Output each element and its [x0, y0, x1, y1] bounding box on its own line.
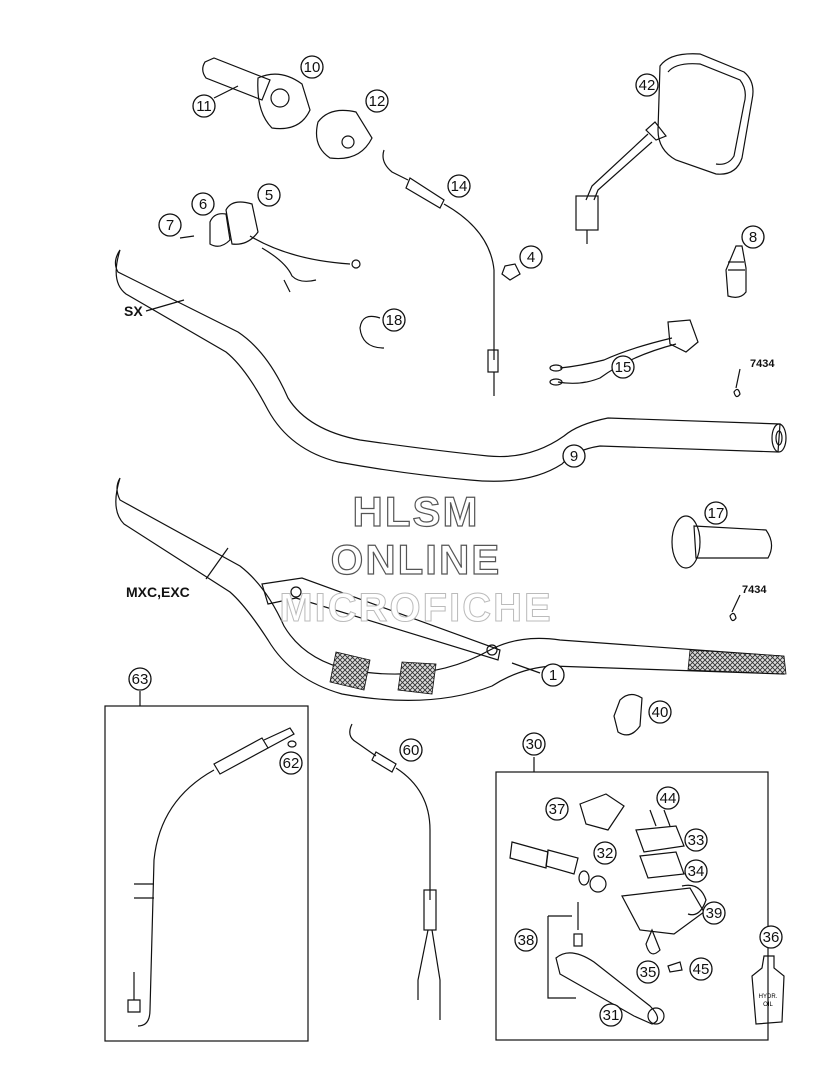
handlebar-sx: [114, 249, 787, 482]
callout-8: 8: [741, 225, 765, 249]
throttle-cover: [315, 109, 373, 160]
callout-30: 30: [522, 732, 546, 756]
callout-1: 1: [541, 663, 565, 687]
callout-45: 45: [689, 957, 713, 981]
svg-text:36: 36: [763, 929, 780, 946]
cable-clip: [359, 315, 385, 349]
callout-34: 34: [684, 859, 708, 883]
svg-text:30: 30: [526, 736, 543, 753]
label-sx: SX: [124, 303, 143, 319]
svg-text:18: 18: [386, 312, 403, 329]
svg-text:60: 60: [403, 742, 420, 759]
svg-text:10: 10: [304, 59, 321, 76]
svg-text:33: 33: [688, 832, 705, 849]
callout-10: 10: [300, 55, 324, 79]
svg-text:31: 31: [603, 1007, 620, 1024]
switch-harness: [549, 319, 699, 386]
callout-60: 60: [399, 738, 423, 762]
svg-text:6: 6: [199, 196, 207, 213]
callout-17: 17: [704, 501, 728, 525]
svg-text:63: 63: [132, 671, 149, 688]
clutch-cable-sleeve: [287, 740, 297, 748]
callout-18: 18: [382, 308, 406, 332]
clutch-cable: [127, 727, 295, 1027]
svg-text:11: 11: [196, 98, 212, 115]
choke-cable: [349, 723, 441, 1020]
svg-text:62: 62: [283, 755, 300, 772]
callout-36: 36: [759, 925, 783, 949]
svg-text:40: 40: [652, 704, 669, 721]
label-7434-a: 7434: [750, 358, 775, 370]
callout-12: 12: [365, 89, 389, 113]
mirror: [575, 53, 754, 244]
svg-text:39: 39: [706, 905, 723, 922]
throttle-grip: [202, 57, 311, 130]
callout-4: 4: [519, 245, 543, 269]
callout-6: 6: [191, 192, 215, 216]
svg-text:17: 17: [708, 505, 725, 522]
grease-tube: [725, 245, 747, 298]
svg-text:32: 32: [597, 845, 614, 862]
callout-11: 11: [192, 94, 216, 118]
svg-text:45: 45: [693, 961, 710, 978]
clutch-master-frame: [495, 771, 769, 1041]
watermark-line2: ONLINE: [330, 535, 502, 583]
svg-text:15: 15: [615, 359, 632, 376]
svg-text:14: 14: [451, 178, 468, 195]
callout-42: 42: [635, 73, 659, 97]
svg-text:42: 42: [639, 77, 656, 94]
callout-7: 7: [158, 213, 182, 237]
handlebar-grip: [671, 515, 773, 569]
callout-62: 62: [279, 751, 303, 775]
svg-text:8: 8: [749, 229, 757, 246]
watermark-line1: HLSM: [352, 487, 480, 535]
callout-37: 37: [545, 797, 569, 821]
svg-text:5: 5: [265, 187, 273, 204]
callout-63: 63: [128, 667, 152, 691]
callout-40: 40: [648, 700, 672, 724]
callout-31: 31: [599, 1003, 623, 1027]
callout-9: 9: [562, 444, 586, 468]
throttle-cable: [382, 149, 499, 396]
svg-text:37: 37: [549, 801, 566, 818]
svg-text:38: 38: [518, 932, 535, 949]
cable-kit-frame: [104, 705, 309, 1042]
svg-text:12: 12: [369, 93, 386, 110]
clamp: [613, 693, 643, 736]
callout-44: 44: [656, 786, 680, 810]
svg-text:34: 34: [688, 863, 705, 880]
master-cylinder-parts: [509, 793, 707, 1025]
callout-35: 35: [636, 960, 660, 984]
handlebar-mxc-exc: [115, 477, 787, 701]
callout-39: 39: [702, 901, 726, 925]
watermark-line3: MICROFICHE: [279, 586, 553, 631]
svg-text:4: 4: [527, 249, 535, 266]
nut: [501, 263, 521, 281]
label-mxc-exc: MXC,EXC: [126, 584, 190, 600]
svg-text:9: 9: [570, 448, 578, 465]
callout-5: 5: [257, 183, 281, 207]
callout-14: 14: [447, 174, 471, 198]
svg-text:44: 44: [660, 790, 677, 807]
svg-text:35: 35: [640, 964, 657, 981]
callout-33: 33: [684, 828, 708, 852]
svg-text:7: 7: [166, 217, 174, 234]
svg-text:OIL: OIL: [763, 1002, 773, 1008]
callout-32: 32: [593, 841, 617, 865]
callout-15: 15: [611, 355, 635, 379]
callout-38: 38: [514, 928, 538, 952]
hydraulic-oil-bottle: HYDR. OIL: [751, 955, 785, 1025]
label-7434-b: 7434: [742, 584, 767, 596]
kill-switch: [179, 201, 361, 293]
svg-text:HYDR.: HYDR.: [759, 994, 778, 1000]
svg-text:1: 1: [549, 667, 557, 684]
leader-lines: [139, 299, 741, 772]
